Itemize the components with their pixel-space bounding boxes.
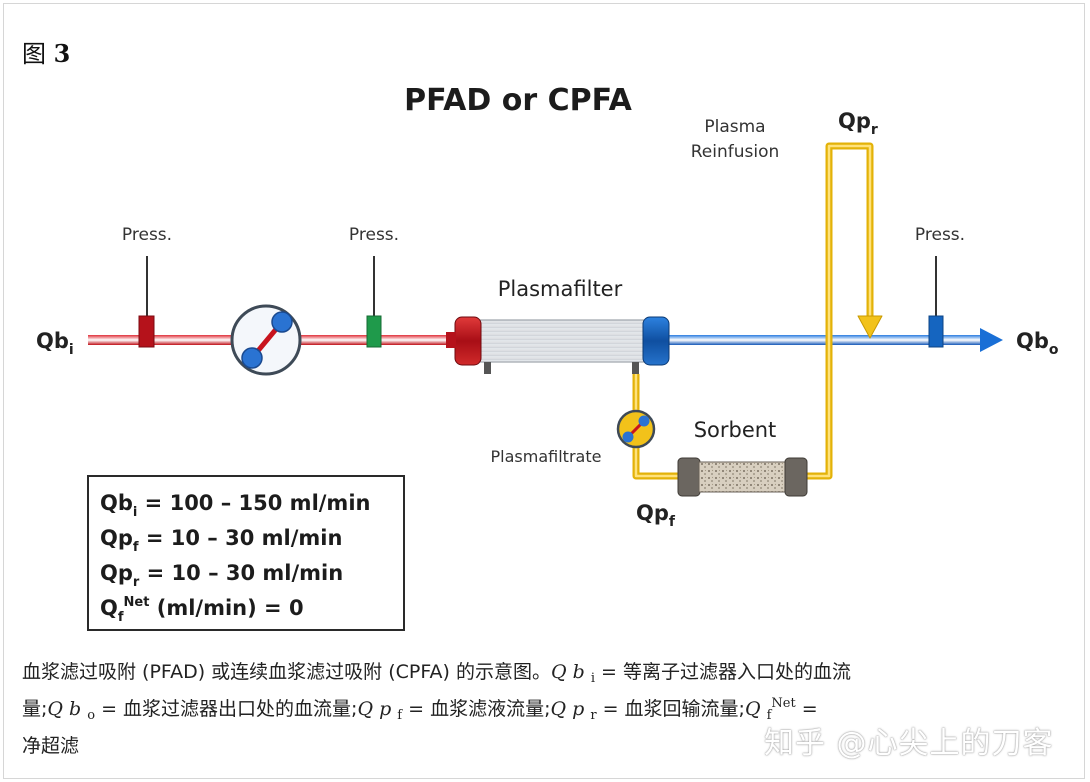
plasma-line [632,142,883,480]
plasmafilter: Plasmafilter [446,277,670,374]
svg-text:Press.: Press. [915,225,965,245]
qb-in-label: Qbi [36,329,74,358]
pfad-diagram: PFAD or CPFA Press. Press. Press. [36,83,1059,631]
legend-row: QfNet (ml/min) = 0 [100,595,304,625]
svg-text:Press.: Press. [349,225,399,245]
blood-outlet-line [668,328,1003,352]
svg-text:Press.: Press. [122,225,172,245]
watermark: 知乎 @心尖上的刀客 [764,726,1054,761]
qp-r-label: Qpr [838,109,878,138]
plasma-pump-icon [616,409,656,449]
pressure-sensor-inlet: Press. [122,225,172,348]
qb-out-label: Qbo [1016,329,1059,358]
figure-frame [3,3,1085,779]
qp-f-label: Qpf [636,501,676,530]
pressure-sensor-outlet: Press. [915,225,965,348]
plasmafiltrate-label: Plasmafiltrate [491,447,602,466]
flow-legend-box: Qbi = 100 – 150 ml/min Qpf = 10 – 30 ml/… [87,475,405,631]
figure-caption: 血浆滤过吸附 (PFAD) 或连续血浆滤过吸附 (CPFA) 的示意图。Q b … [22,661,851,757]
svg-text:Sorbent: Sorbent [694,418,777,442]
sorbent-cartridge: Sorbent [677,418,808,497]
diagram-title: PFAD or CPFA [404,83,633,118]
svg-text:Plasmafilter: Plasmafilter [498,277,623,301]
figure-label: 图 3 [22,39,71,68]
pressure-sensor-prefilter: Press. [349,225,399,348]
blood-pump-icon [230,304,302,376]
legend-row: Qpr = 10 – 30 ml/min [100,561,343,590]
legend-row: Qpf = 10 – 30 ml/min [100,526,342,555]
legend-row: Qbi = 100 – 150 ml/min [100,491,370,520]
